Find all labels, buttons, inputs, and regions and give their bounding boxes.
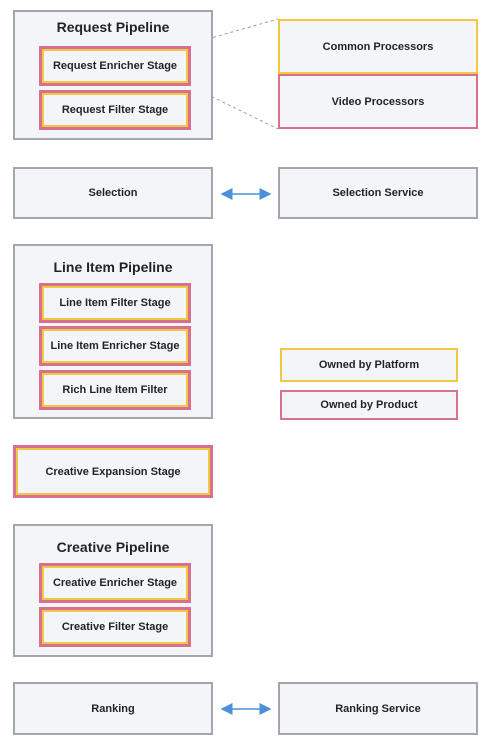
ranking-service-box[interactable]: Ranking Service <box>278 682 478 735</box>
stage-label: Line Item Filter Stage <box>42 286 188 320</box>
stage-label: Request Enricher Stage <box>42 49 188 83</box>
request-pipeline-group: Request Pipeline Request Enricher Stage … <box>13 10 213 140</box>
creative-enricher-stage[interactable]: Creative Enricher Stage <box>39 563 191 603</box>
creative-pipeline-group: Creative Pipeline Creative Enricher Stag… <box>13 524 213 657</box>
stage-label: Rich Line Item Filter <box>42 373 188 407</box>
dashed-connector-bottom <box>189 85 279 130</box>
rich-line-item-filter-stage[interactable]: Rich Line Item Filter <box>39 370 191 410</box>
request-pipeline-title: Request Pipeline <box>56 19 170 35</box>
stage-label: Request Filter Stage <box>42 93 188 127</box>
line-item-filter-stage[interactable]: Line Item Filter Stage <box>39 283 191 323</box>
line-item-enricher-stage[interactable]: Line Item Enricher Stage <box>39 326 191 366</box>
creative-filter-stage[interactable]: Creative Filter Stage <box>39 607 191 647</box>
line-item-pipeline-title: Line Item Pipeline <box>53 259 173 275</box>
creative-pipeline-title: Creative Pipeline <box>56 539 170 555</box>
selection-box[interactable]: Selection <box>13 167 213 219</box>
creative-expansion-stage[interactable]: Creative Expansion Stage <box>13 445 213 498</box>
legend-owned-by-product: Owned by Product <box>280 390 458 420</box>
request-filter-stage[interactable]: Request Filter Stage <box>39 90 191 130</box>
stage-label: Line Item Enricher Stage <box>42 329 188 363</box>
stage-label: Creative Expansion Stage <box>16 448 210 495</box>
ranking-box[interactable]: Ranking <box>13 682 213 735</box>
legend-owned-by-platform: Owned by Platform <box>280 348 458 382</box>
stage-label: Creative Filter Stage <box>42 610 188 644</box>
selection-service-box[interactable]: Selection Service <box>278 167 478 219</box>
line-item-pipeline-group: Line Item Pipeline Line Item Filter Stag… <box>13 244 213 419</box>
request-enricher-stage[interactable]: Request Enricher Stage <box>39 46 191 86</box>
video-processors-box[interactable]: Video Processors <box>278 74 478 129</box>
stage-label: Creative Enricher Stage <box>42 566 188 600</box>
common-processors-box[interactable]: Common Processors <box>278 19 478 74</box>
